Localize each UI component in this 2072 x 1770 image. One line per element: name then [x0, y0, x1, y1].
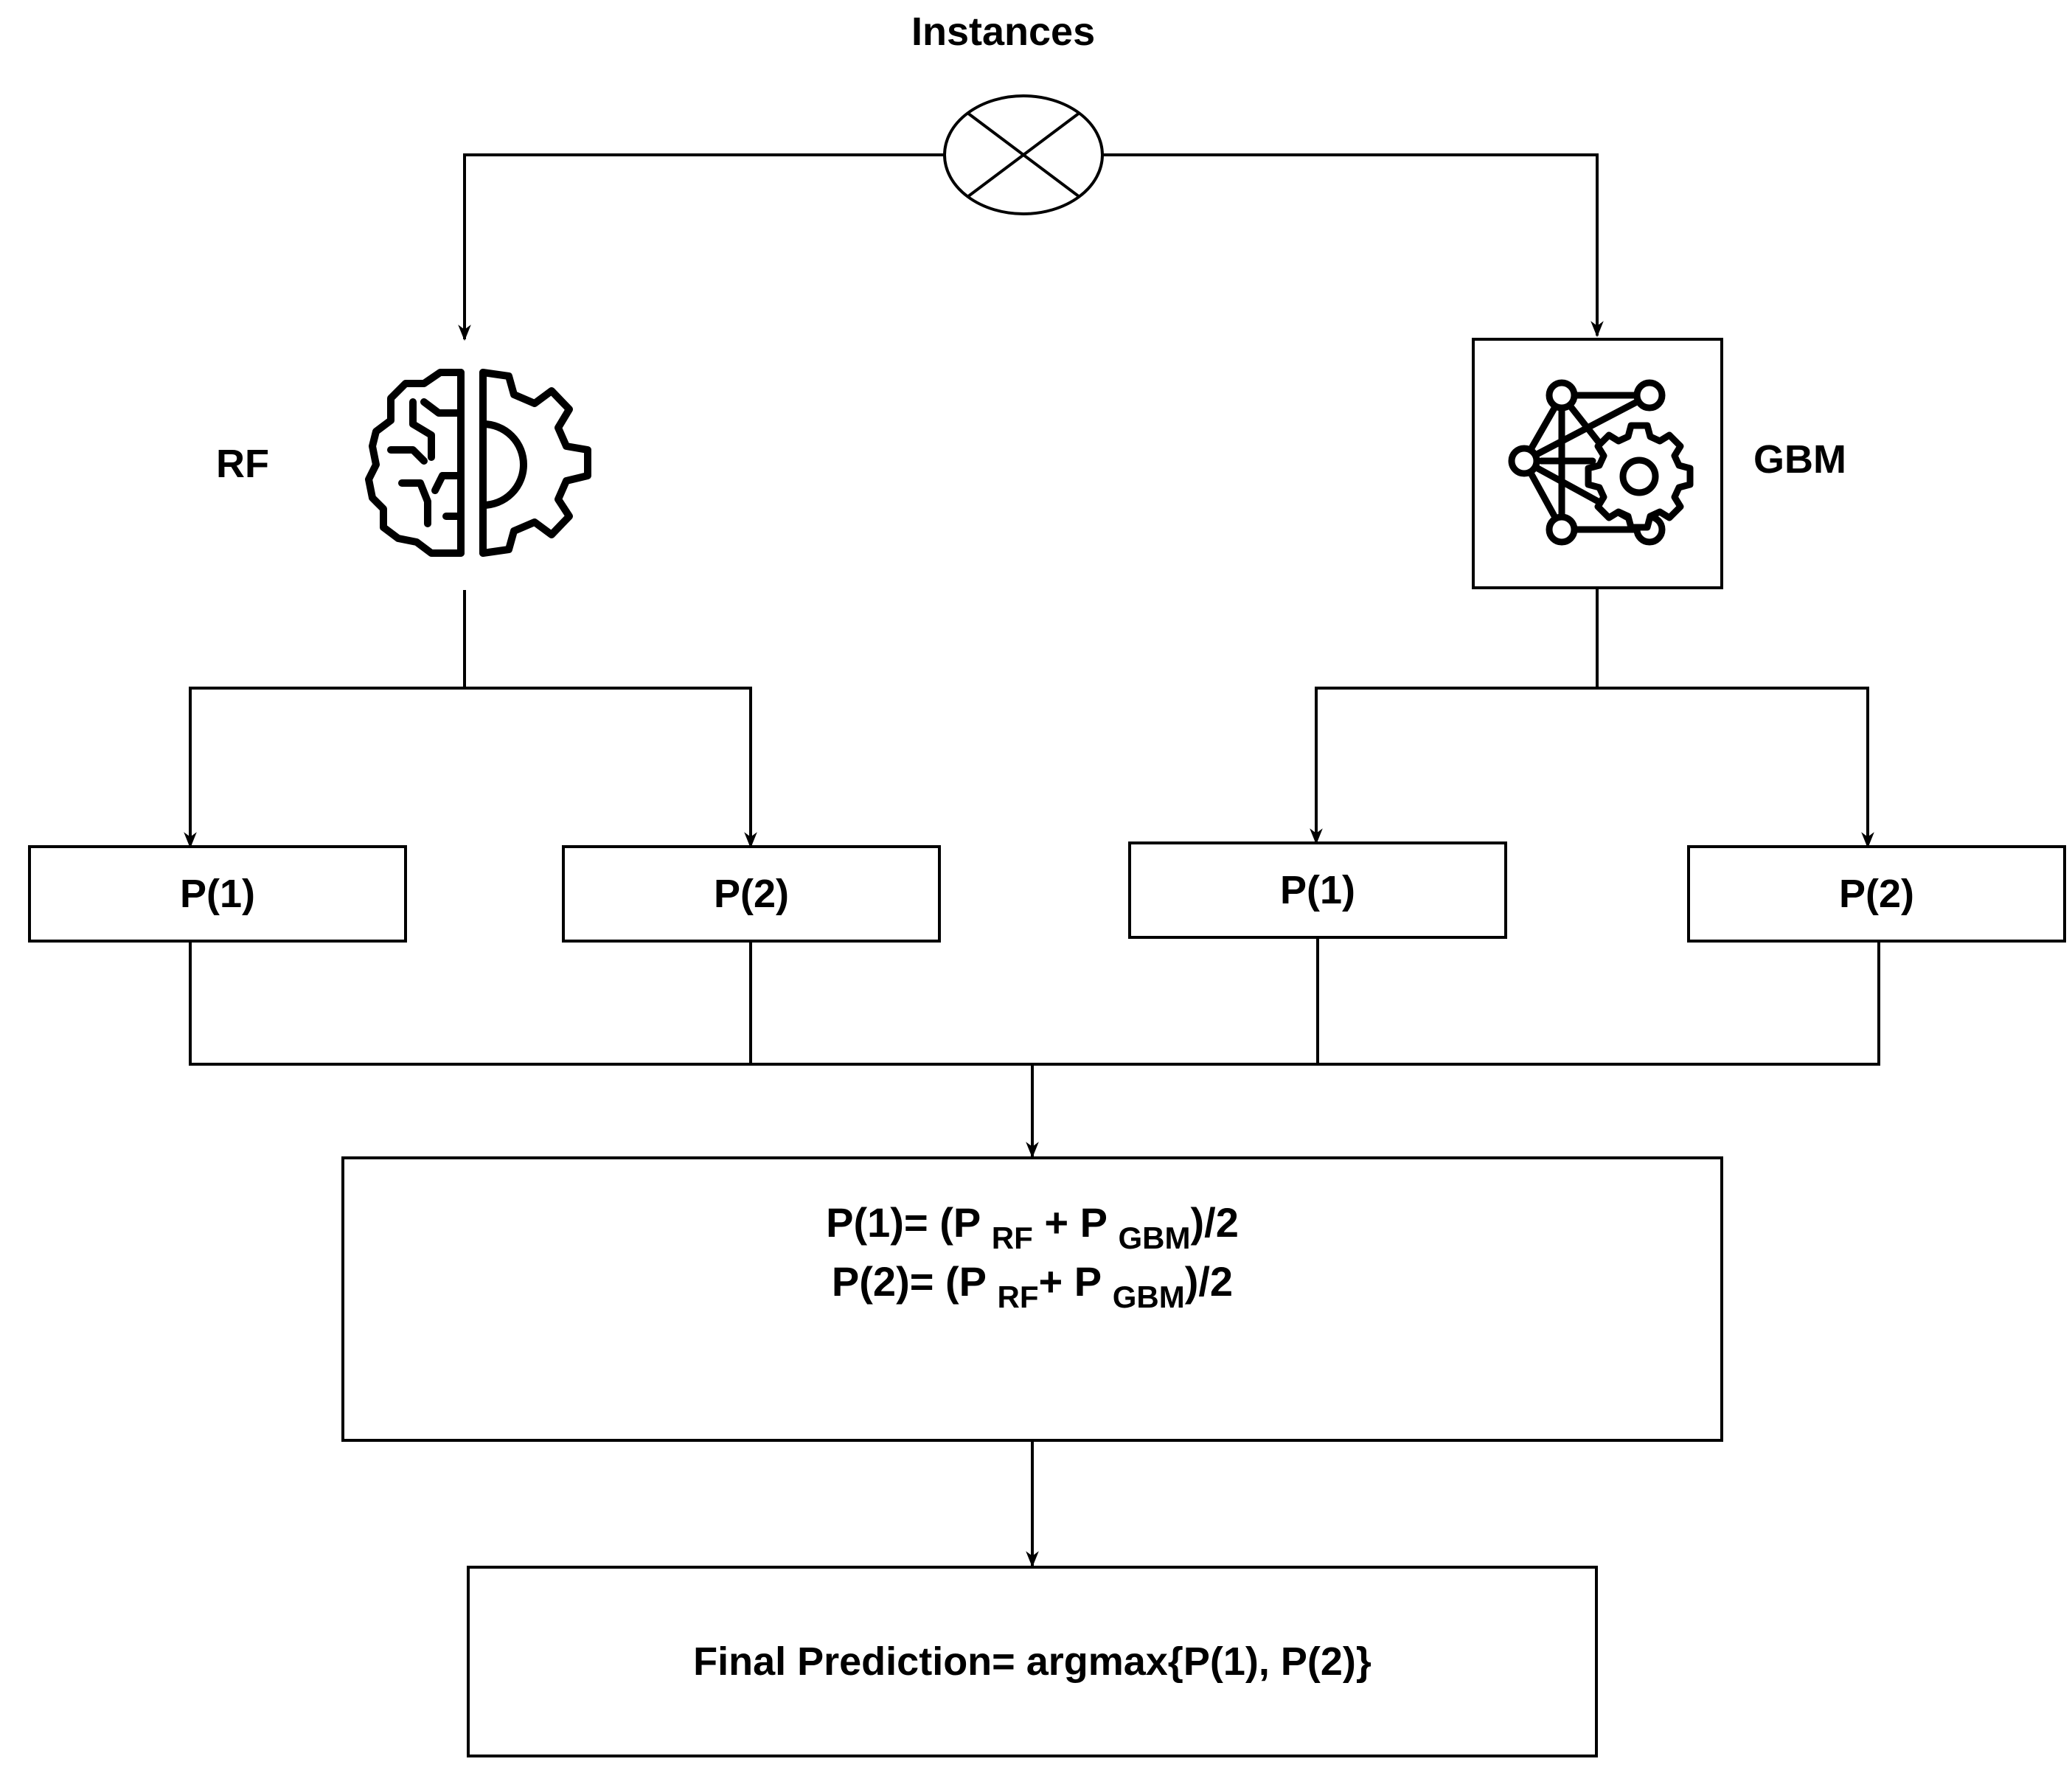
connector-gbm-to-p2	[1597, 687, 1874, 849]
instances-label: Instances	[911, 10, 1096, 54]
instances-junction-icon	[943, 94, 1104, 215]
formula-p1-rhs: )/2	[1190, 1199, 1239, 1246]
connector-instances-to-rf	[458, 153, 945, 341]
formula-p1-sub-gbm: GBM	[1118, 1221, 1191, 1255]
formula-p1-sub-rf: RF	[991, 1221, 1033, 1255]
rf-p1-box	[28, 845, 407, 943]
formula-p2-rhs: )/2	[1184, 1258, 1234, 1305]
gbm-p2-box	[1687, 845, 2066, 943]
formula-p2-sub-gbm: GBM	[1112, 1280, 1185, 1314]
gbm-p1-label: P(1)	[1279, 868, 1355, 912]
final-prediction-box	[467, 1566, 1598, 1757]
gbm-model-label: GBM	[1753, 437, 1846, 482]
connector-gbm-to-p1	[1310, 687, 1597, 845]
network-gear-icon	[1508, 379, 1694, 546]
formula-p1: P(1)= (P RF + P GBM)/2	[826, 1202, 1239, 1261]
connector-instances-to-gbm	[1102, 153, 1604, 338]
formula-p1-lhs: P(1)= (P	[826, 1199, 992, 1246]
rf-model-label: RF	[216, 442, 269, 486]
connector-rf-to-p1	[184, 687, 465, 849]
formula-p2-lhs: P(2)= (P	[831, 1258, 998, 1305]
formula-p1-mid: + P	[1032, 1199, 1119, 1246]
rf-p2-label: P(2)	[713, 872, 789, 916]
connector-merge-bus	[189, 941, 1880, 1066]
brain-gear-icon	[365, 369, 591, 557]
connector-rf-to-p2	[465, 687, 757, 849]
formula-p2-mid: + P	[1038, 1258, 1113, 1305]
rf-p1-label: P(1)	[179, 872, 255, 916]
formula-p2-sub-rf: RF	[997, 1280, 1039, 1314]
final-prediction-label: Final Prediction= argmax{P(1), P(2)}	[693, 1639, 1372, 1684]
gbm-p2-label: P(2)	[1838, 872, 1914, 916]
averaging-formulas: P(1)= (P RF + P GBM)/2 P(2)= (P RF+ P GB…	[343, 1202, 1722, 1320]
formula-p2: P(2)= (P RF+ P GBM)/2	[832, 1261, 1233, 1320]
